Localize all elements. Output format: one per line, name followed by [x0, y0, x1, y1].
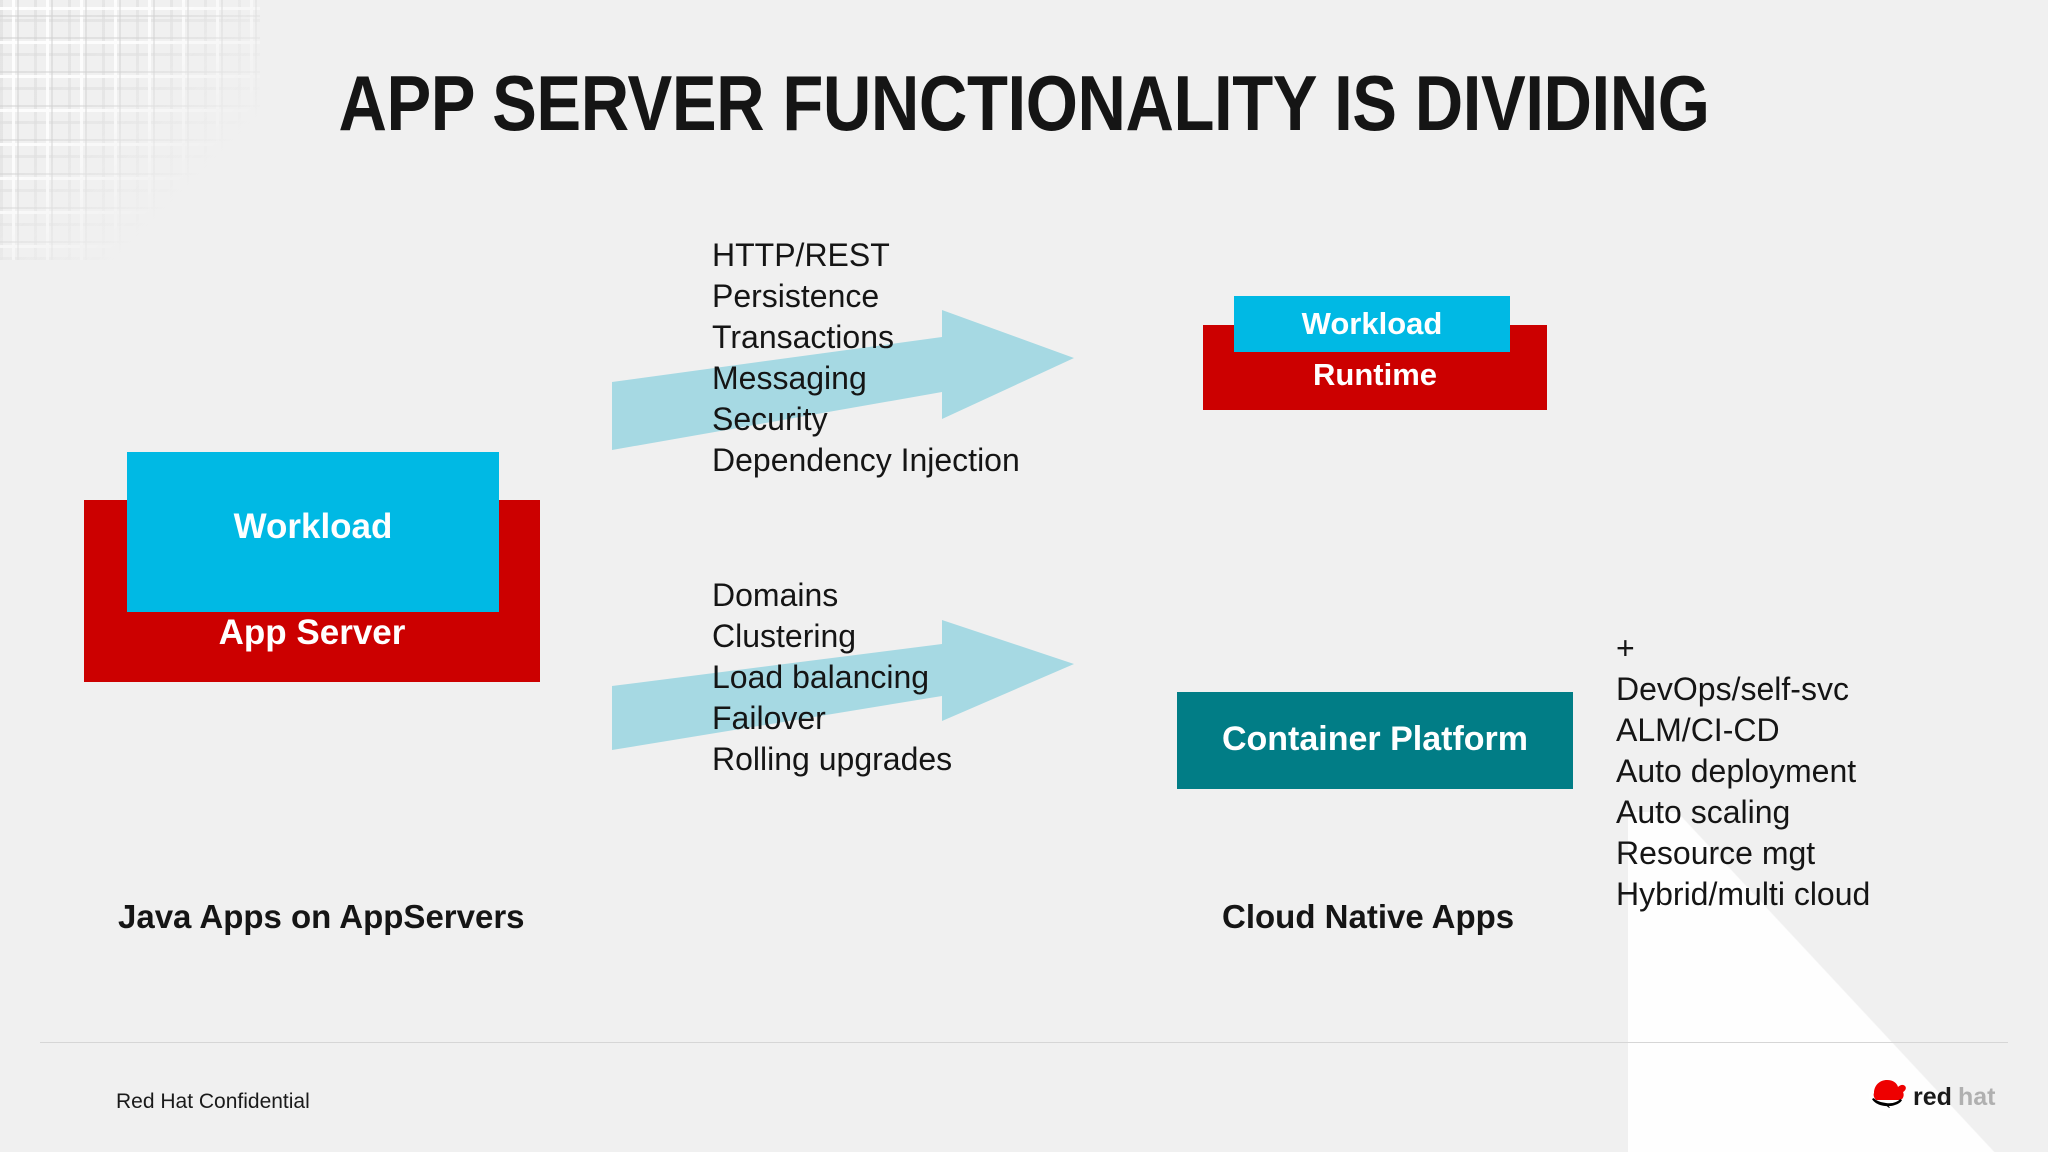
- list-item: Domains: [712, 577, 839, 613]
- list-item: DevOps/self-svc: [1616, 671, 1849, 707]
- list-item: Messaging: [712, 360, 867, 396]
- footer-divider: [40, 1042, 2008, 1043]
- workload-label-right: Workload: [1301, 306, 1443, 341]
- container-platform-band: Container Platform: [1177, 692, 1573, 789]
- list-item: Clustering: [712, 618, 857, 654]
- list-item: Failover: [712, 700, 826, 736]
- app-server-label: App Server: [218, 613, 406, 652]
- runtime-feature-list: HTTP/REST Persistence Transactions Messa…: [712, 235, 1020, 481]
- list-item: Transactions: [712, 319, 894, 355]
- workload-label-left: Workload: [233, 507, 393, 546]
- logo-text-red: red: [1913, 1083, 1952, 1111]
- list-item: +: [1616, 630, 1635, 666]
- confidentiality-note: Red Hat Confidential: [116, 1090, 310, 1113]
- list-item: HTTP/REST: [712, 237, 890, 273]
- list-item: Persistence: [712, 278, 880, 314]
- list-item: Security: [712, 401, 828, 437]
- caption-cloud-native-apps: Cloud Native Apps: [1222, 898, 1515, 935]
- list-item: Auto scaling: [1616, 794, 1791, 830]
- additional-feature-list: + DevOps/self-svc ALM/CI-CD Auto deploym…: [1616, 628, 1870, 915]
- redhat-shadowman-icon: red hat: [1869, 1080, 1996, 1112]
- list-item: Dependency Injection: [712, 442, 1020, 478]
- list-item: Rolling upgrades: [712, 741, 953, 777]
- page-title: APP SERVER FUNCTIONALITY IS DIVIDING: [338, 59, 1710, 147]
- list-item: Hybrid/multi cloud: [1616, 876, 1871, 912]
- list-item: Resource mgt: [1616, 835, 1816, 871]
- caption-java-apps: Java Apps on AppServers: [118, 898, 525, 935]
- container-platform-label: Container Platform: [1221, 720, 1529, 758]
- logo-text-hat: hat: [1958, 1083, 1996, 1111]
- red-hat-logo: red hat: [1863, 1072, 2015, 1118]
- platform-feature-list: Domains Clustering Load balancing Failov…: [712, 575, 952, 780]
- list-item: Load balancing: [712, 659, 930, 695]
- runtime-label: Runtime: [1313, 357, 1437, 392]
- workload-band-right: Workload: [1234, 296, 1510, 352]
- list-item: Auto deployment: [1616, 753, 1857, 789]
- list-item: ALM/CI-CD: [1616, 712, 1780, 748]
- workload-band-left: Workload: [127, 452, 499, 612]
